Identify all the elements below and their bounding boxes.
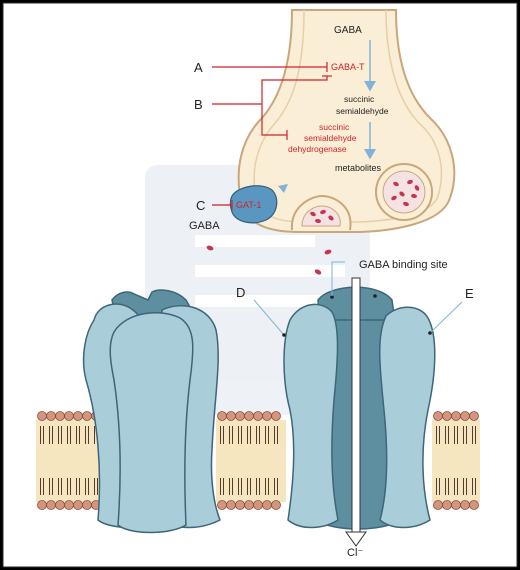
lipid-head — [55, 500, 65, 510]
ssadh-label-line3: dehydrogenase — [288, 144, 347, 154]
pointer-e-dot — [428, 331, 432, 335]
lipid-head — [73, 411, 83, 421]
lipid-head — [433, 500, 443, 510]
lipid-head — [235, 411, 245, 421]
inhibitor-b — [212, 75, 332, 140]
metabolites-label: metabolites — [335, 163, 382, 173]
lipid-head — [217, 500, 227, 510]
synaptic-vesicle — [375, 163, 433, 221]
pointer-d-dot — [282, 333, 286, 337]
lipid-head — [262, 411, 272, 421]
lipid-head — [226, 411, 236, 421]
lipid-head — [64, 500, 74, 510]
lipid-head — [37, 411, 47, 421]
pointer-d — [253, 299, 285, 336]
gaba-top-label: GABA — [334, 25, 362, 36]
marker-d: D — [236, 285, 245, 300]
lipid-head — [469, 500, 479, 510]
lipid-head — [82, 500, 92, 510]
left-receptor-subunit-front — [109, 311, 194, 534]
pointer-e — [429, 301, 463, 334]
marker-c: C — [196, 198, 205, 213]
chloride-flow-arrow — [345, 277, 367, 547]
lipid-head — [82, 411, 92, 421]
lipid-head — [253, 411, 263, 421]
lipid-head — [262, 500, 272, 510]
binding-site-label: GABA binding site — [359, 259, 448, 271]
released-gaba — [206, 245, 332, 275]
lipid-head — [37, 500, 47, 510]
ssa-label-line2: semialdehyde — [336, 106, 389, 116]
lipid-head — [451, 411, 461, 421]
lipid-head — [64, 411, 74, 421]
inhibitor-a — [212, 62, 328, 72]
lipid-head — [469, 411, 479, 421]
lipid-head — [253, 500, 263, 510]
presynaptic-terminal-inner — [253, 9, 443, 223]
lipid-head — [442, 411, 452, 421]
binding-site-dot-right — [373, 294, 377, 298]
inhibitor-c — [212, 200, 233, 210]
binding-site-dot-left — [330, 295, 334, 299]
ssadh-label-line1: succinic — [319, 122, 350, 132]
binding-site-leader — [331, 261, 345, 296]
lipid-head — [73, 500, 83, 510]
marker-b: B — [194, 97, 203, 112]
gaba-transporter-label: GABA — [189, 220, 220, 232]
lipid-head — [244, 411, 254, 421]
gat1-label: GAT-1 — [236, 200, 261, 210]
lipid-head — [226, 500, 236, 510]
ssadh-label-line2: semialdehyde — [304, 133, 357, 143]
marker-e: E — [465, 286, 474, 301]
lipid-head — [451, 500, 461, 510]
left-receptor — [82, 289, 221, 534]
gaba-t-label: GABA-T — [331, 62, 365, 72]
receptor-subunit-e — [379, 306, 436, 529]
lipid-head — [460, 411, 470, 421]
ssa-label-line1: succinic — [344, 94, 375, 104]
fusing-vesicle — [290, 194, 352, 231]
gat1-uptake-arrow — [278, 184, 288, 193]
lipid-head — [46, 411, 56, 421]
lipid-head — [271, 500, 281, 510]
marker-a: A — [194, 60, 203, 75]
lipid-head — [46, 500, 56, 510]
lipid-head — [442, 500, 452, 510]
lipid-head — [244, 500, 254, 510]
gat1-transporter — [229, 184, 288, 224]
lipid-head — [217, 411, 227, 421]
lipid-head — [460, 500, 470, 510]
lipid-head — [55, 411, 65, 421]
receptor-subunit-d — [283, 303, 339, 529]
chloride-label: Cl⁻ — [347, 547, 363, 559]
lipid-head — [235, 500, 245, 510]
lipid-head — [433, 411, 443, 421]
lipid-head — [271, 411, 281, 421]
